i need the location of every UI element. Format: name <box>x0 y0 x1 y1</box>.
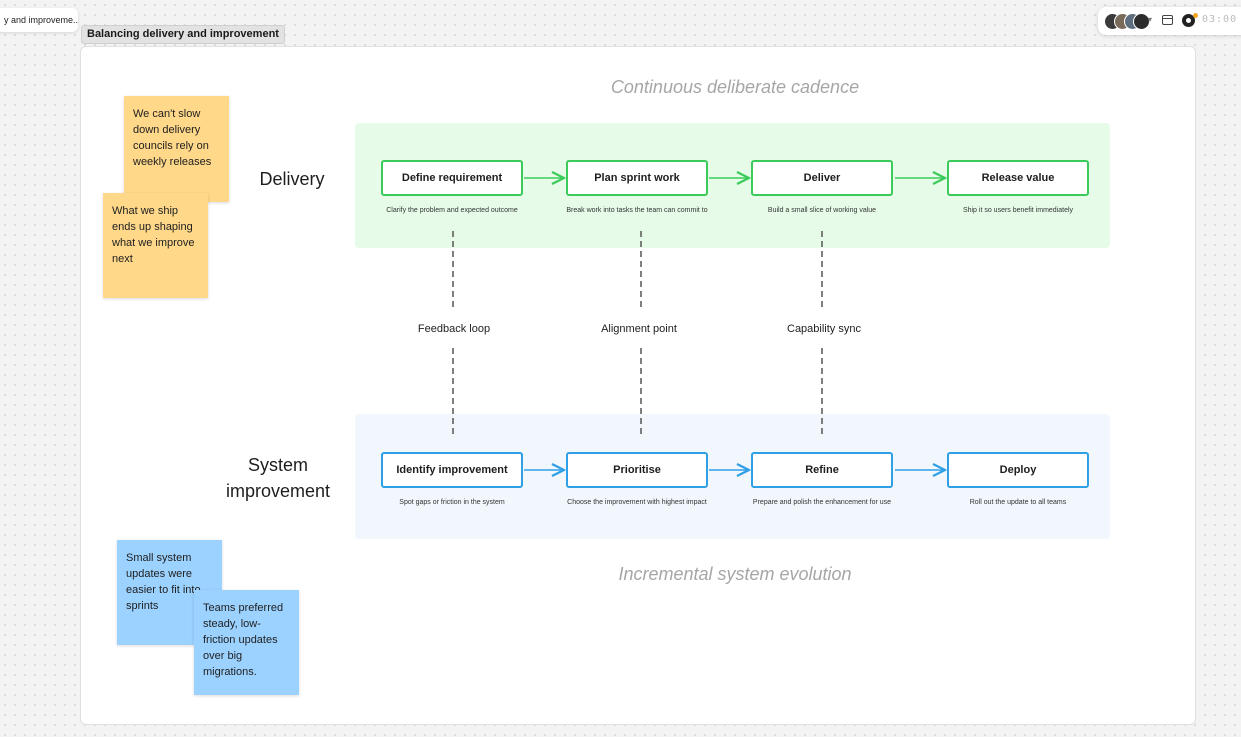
avatar[interactable] <box>1133 13 1150 30</box>
top-right-toolbar: ▾ 03:00 <box>1098 7 1241 35</box>
step-description[interactable]: Break work into tasks the team can commi… <box>566 207 708 214</box>
lane-label-delivery: Delivery <box>259 169 325 189</box>
step-plan-sprint-work[interactable]: Plan sprint work <box>566 160 708 196</box>
layout-icon[interactable] <box>1162 15 1173 25</box>
sticky-note[interactable]: We can't slow down delivery councils rel… <box>124 96 229 202</box>
lane-label-system: System improvement <box>225 455 331 501</box>
step-description[interactable]: Roll out the update to all teams <box>969 499 1067 506</box>
step-description[interactable]: Choose the improvement with highest impa… <box>567 499 707 506</box>
connector-label-capability-sync[interactable]: Capability sync <box>787 323 861 335</box>
frame-title[interactable]: Balancing delivery and improvement <box>81 25 285 44</box>
step-description[interactable]: Build a small slice of working value <box>767 207 877 214</box>
chevron-down-icon[interactable]: ▾ <box>1148 15 1153 24</box>
connector-label-alignment-point[interactable]: Alignment point <box>601 323 677 335</box>
timer-icon[interactable] <box>1182 14 1195 27</box>
step-deploy[interactable]: Deploy <box>947 452 1089 488</box>
timer-readout[interactable]: 03:00 <box>1202 14 1238 25</box>
step-define-requirement[interactable]: Define requirement <box>381 160 523 196</box>
step-description[interactable]: Prepare and polish the enhancement for u… <box>752 499 892 506</box>
step-description[interactable]: Clarify the problem and expected outcome <box>386 207 518 214</box>
step-prioritise[interactable]: Prioritise <box>566 452 708 488</box>
notification-dot <box>1193 13 1198 18</box>
step-description[interactable]: Ship it so users benefit immediately <box>962 207 1074 214</box>
step-refine[interactable]: Refine <box>751 452 893 488</box>
connector-label-feedback-loop[interactable]: Feedback loop <box>417 323 491 335</box>
file-tab[interactable]: y and improveme... <box>0 8 78 32</box>
step-release-value[interactable]: Release value <box>947 160 1089 196</box>
step-deliver[interactable]: Deliver <box>751 160 893 196</box>
cadence-heading-top: Continuous deliberate cadence <box>610 77 860 97</box>
step-identify-improvement[interactable]: Identify improvement <box>381 452 523 488</box>
sticky-note[interactable]: Teams preferred steady, low-friction upd… <box>194 590 299 695</box>
cadence-heading-bottom: Incremental system evolution <box>618 564 852 584</box>
step-description[interactable]: Spot gaps or friction in the system <box>399 499 505 506</box>
sticky-note[interactable]: What we ship ends up shaping what we imp… <box>103 193 208 298</box>
